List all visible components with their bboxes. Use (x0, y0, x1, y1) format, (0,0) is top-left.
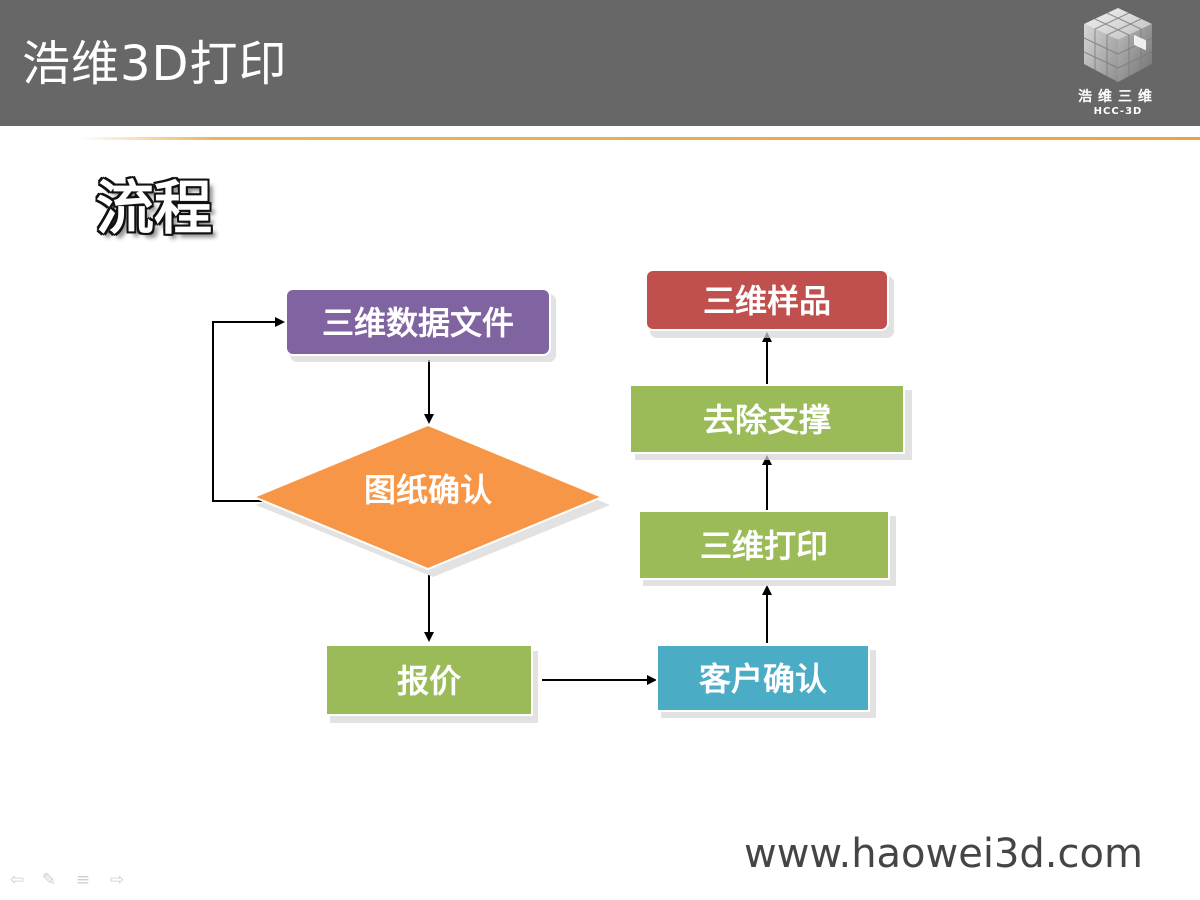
cube-logo-icon (1083, 8, 1153, 82)
node-drawing-confirm: 图纸确认 (251, 423, 610, 577)
edge-drawing-back-to-data-file (212, 317, 285, 502)
node-printing-shape (638, 510, 890, 580)
node-sample-label: 三维样品 (703, 282, 831, 320)
slide-header-title: 浩维3D打印 (22, 36, 288, 92)
node-printing-label: 三维打印 (700, 527, 828, 565)
node-data-file-shape (285, 288, 551, 356)
node-sample-shape (645, 269, 889, 331)
slide-nav-bar: ⇦ ✎ ≡ ⇨ (6, 870, 136, 890)
node-customer-confirm: 客户确认 (656, 644, 876, 718)
node-quote-label: 报价 (397, 662, 461, 700)
node-printing: 三维打印 (638, 510, 896, 586)
pen-icon[interactable]: ✎ (41, 870, 57, 890)
node-quote-shape (325, 644, 533, 716)
header-divider (80, 137, 1200, 140)
slide-header: 浩维3D打印 (0, 0, 1200, 126)
website-url: www.haowei3d.com (744, 831, 1143, 877)
node-customer-confirm-shape (656, 644, 870, 712)
node-data-file: 三维数据文件 (285, 288, 556, 362)
node-data-file-label: 三维数据文件 (322, 304, 514, 342)
arrow-left-icon[interactable]: ⇦ (9, 870, 25, 890)
arrow-right-icon[interactable]: ⇨ (109, 870, 125, 890)
node-remove-support-shape (629, 384, 905, 454)
node-customer-confirm-label: 客户确认 (699, 660, 827, 698)
logo-name-en: HCC-3D (1093, 106, 1143, 117)
logo-name-cn: 浩维三维 (1078, 89, 1158, 105)
menu-icon[interactable]: ≡ (75, 870, 91, 890)
node-drawing-confirm-shape (251, 423, 605, 571)
node-remove-support: 去除支撑 (629, 384, 912, 460)
node-sample: 三维样品 (645, 269, 894, 338)
company-logo: 浩维三维 HCC-3D (1068, 6, 1168, 122)
section-title: 流程 (96, 174, 213, 242)
node-quote: 报价 (325, 644, 538, 723)
flow-edges (212, 317, 772, 685)
node-drawing-confirm-label: 图纸确认 (364, 471, 492, 509)
node-remove-support-label: 去除支撑 (703, 401, 831, 439)
